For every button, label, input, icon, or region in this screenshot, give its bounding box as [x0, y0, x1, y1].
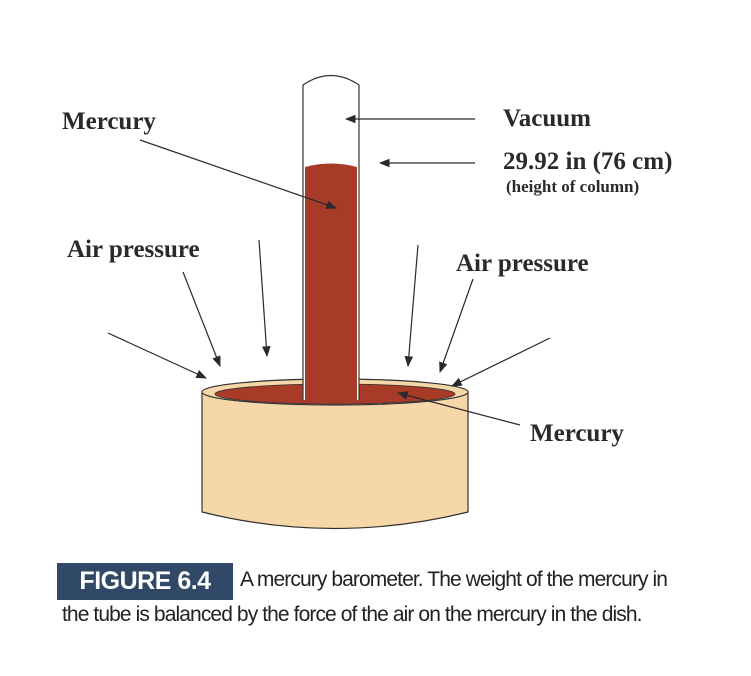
figure-badge: FIGURE 6.4: [57, 563, 233, 600]
air-arrow-1: [107, 332, 207, 379]
caption-line-1: A mercury barometer. The weight of the m…: [240, 568, 668, 591]
mercury-dish-arrow: [396, 391, 521, 426]
label-height: 29.92 in (76 cm): [503, 148, 672, 175]
caption-line-2: the tube is balanced by the force of the…: [62, 603, 642, 626]
air-arrow-2: [182, 271, 221, 368]
label-mercury-tube: Mercury: [62, 108, 156, 135]
air-arrow-5: [439, 278, 474, 374]
label-vacuum: Vacuum: [503, 105, 591, 132]
mercury-tube-arrow: [139, 139, 338, 209]
mercury-column: [305, 163, 357, 400]
label-air-pressure-right: Air pressure: [456, 250, 589, 277]
label-height-note: (height of column): [506, 177, 639, 196]
label-air-pressure-left: Air pressure: [67, 236, 200, 263]
label-mercury-dish: Mercury: [530, 420, 624, 447]
air-arrow-4: [404, 244, 419, 368]
air-arrow-3: [258, 239, 271, 358]
air-arrow-6: [451, 337, 551, 387]
dish-body: [201, 391, 469, 530]
